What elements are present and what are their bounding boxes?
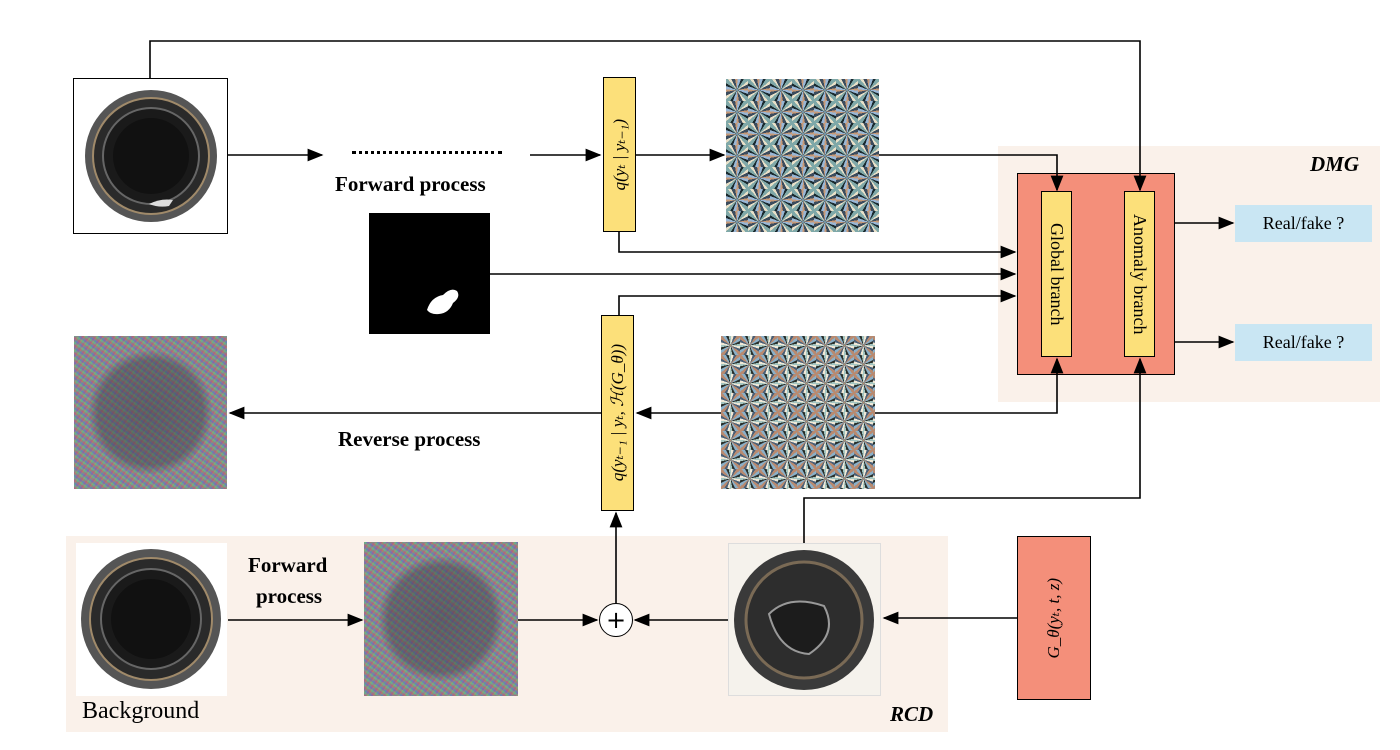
real-fake-output-1: Real/fake ? [1235, 205, 1372, 242]
global-branch-text: Global branch [1047, 222, 1067, 326]
forward-process-bottom-label-line1: Forward [248, 553, 328, 577]
dmg-label: DMG [1310, 152, 1360, 176]
input-image [73, 78, 228, 234]
sum-node: + [599, 603, 633, 637]
noisy-feature-bottom [721, 336, 875, 489]
q-reverse-text: q(yₜ₋₁ | yₜ, ℋ(G_θ)) [607, 344, 627, 482]
forward-noisy-background [364, 542, 518, 696]
sum-node-symbol: + [605, 606, 627, 634]
reverse-process-label: Reverse process [338, 427, 481, 451]
background-label: Background [82, 698, 200, 724]
global-branch-box: Global branch [1041, 191, 1072, 357]
dotted-line [352, 151, 502, 154]
generator-text: G_θ(yₜ, t, z) [1044, 577, 1063, 659]
bottle-top-image [84, 90, 217, 222]
bottle-background-image [81, 549, 221, 689]
mask-shape [427, 289, 459, 315]
forward-process-top-label: Forward process [335, 172, 486, 196]
mask-image [369, 213, 490, 334]
rcd-label: RCD [890, 702, 934, 726]
anomaly-branch-box: Anomaly branch [1124, 191, 1155, 357]
generator-box: G_θ(yₜ, t, z) [1017, 536, 1091, 700]
q-forward-text: q(yₜ | yₜ₋₁) [609, 118, 629, 191]
anomaly-branch-text: Anomaly branch [1130, 213, 1150, 335]
q-forward-box: q(yₜ | yₜ₋₁) [603, 77, 636, 232]
generated-bottle-image [734, 550, 874, 690]
q-reverse-box: q(yₜ₋₁ | yₜ, ℋ(G_θ)) [601, 315, 634, 511]
reverse-output-noise [74, 336, 227, 489]
background-image [76, 543, 227, 696]
forward-process-bottom-label-line2: process [256, 584, 323, 608]
noisy-feature-top [726, 79, 879, 232]
real-fake-output-2: Real/fake ? [1235, 324, 1372, 361]
generated-anomaly-image [728, 543, 881, 696]
